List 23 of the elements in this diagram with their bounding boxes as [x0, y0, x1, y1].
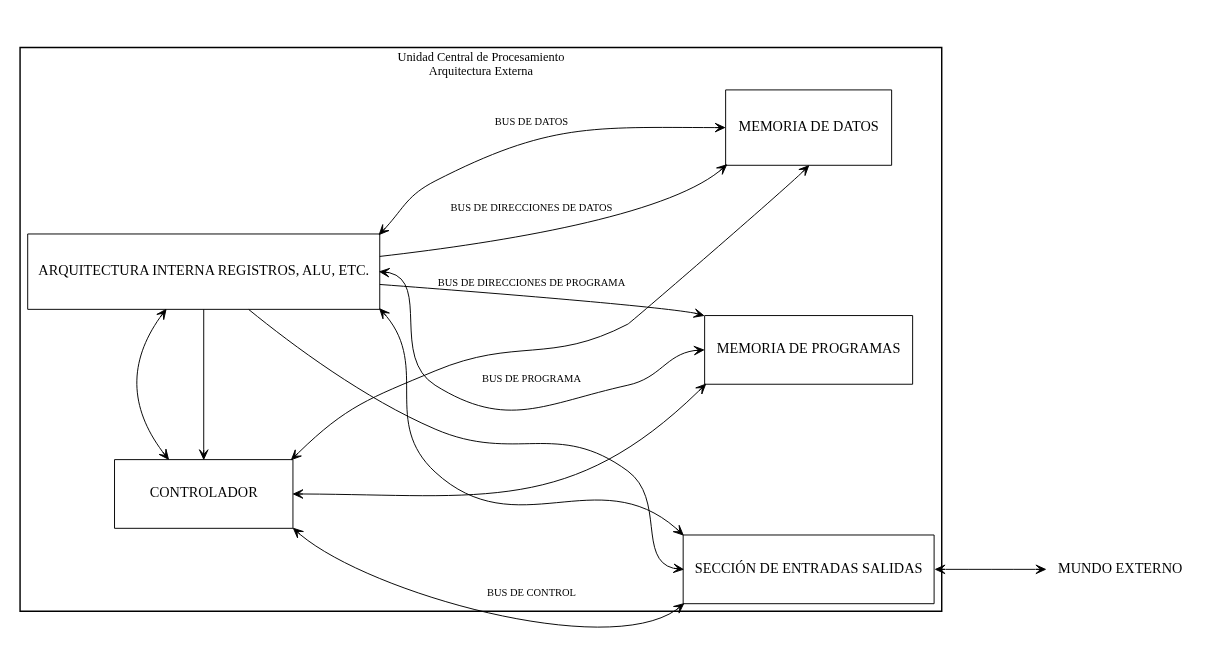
arrow [379, 283, 705, 318]
arrow [136, 308, 169, 460]
node-box: SECCIÓN DE ENTRADAS SALIDAS [682, 534, 935, 604]
edge-label: BUS DE DIRECCIONES DE DATOS [450, 201, 613, 213]
edge-label: BUS DE DATOS [494, 116, 569, 127]
node-text: MUNDO EXTERNO [1058, 559, 1183, 576]
arrow [935, 564, 1046, 574]
arrow [379, 163, 728, 257]
arrow [378, 122, 726, 235]
node-box: MEMORIA DE PROGRAMAS [704, 314, 914, 385]
node-box: ARQUITECTURA INTERNA REGISTROS, ALU, ETC. [27, 233, 381, 310]
node-box: CONTROLADOR [114, 458, 294, 529]
arrow [292, 383, 707, 499]
edge-label: BUS DE CONTROL [486, 586, 577, 598]
edge-label: BUS DE PROGRAMA [481, 372, 581, 384]
arrow [292, 527, 685, 628]
arrow [291, 164, 810, 460]
node-box: MEMORIA DE DATOS [725, 88, 893, 166]
arrow [379, 267, 705, 411]
edge-label: BUS DE DIRECCIONES DE PROGRAMA [437, 276, 626, 288]
arrow [248, 308, 684, 573]
arrow [379, 307, 684, 535]
arrow [198, 308, 209, 460]
